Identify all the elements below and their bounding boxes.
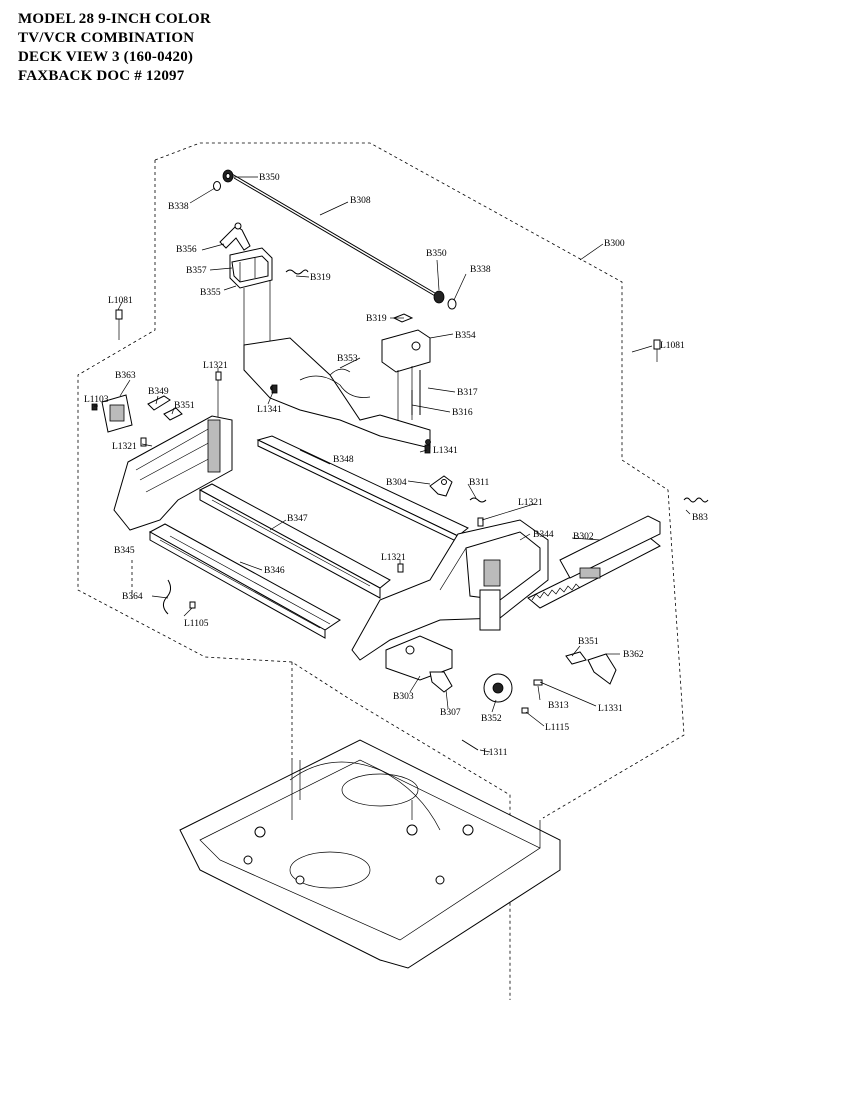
label-b303: B303 [393, 692, 414, 702]
part-b311-spring [469, 497, 487, 503]
header-line-model: MODEL 28 9-INCH COLOR [18, 11, 211, 27]
label-b317: B317 [457, 388, 478, 398]
part-b352-gear [483, 673, 513, 703]
part-b338-washer-right [447, 298, 457, 310]
label-b319-right: B319 [366, 314, 387, 324]
base-deck-plate [179, 739, 561, 969]
header-line-deck-view: DECK VIEW 3 (160-0420) [18, 49, 194, 65]
part-b307-lever [429, 671, 453, 693]
label-b83: B83 [692, 513, 708, 523]
label-b346: B346 [264, 566, 285, 576]
label-l1321-low: L1321 [381, 553, 406, 563]
label-b362: B362 [623, 650, 644, 660]
label-b304: B304 [386, 478, 407, 488]
part-b346-bar [148, 523, 341, 639]
label-l1103: L1103 [84, 395, 109, 405]
part-b319-spring-left [285, 269, 309, 275]
label-l1115: L1115 [545, 723, 569, 733]
screw-l1081-right [653, 339, 661, 362]
label-b302: B302 [573, 532, 594, 542]
screw-l1321-top [215, 371, 222, 418]
label-b351-left: B351 [174, 401, 195, 411]
label-l1341-left: L1341 [257, 405, 282, 415]
part-b351-clip-left [163, 407, 183, 421]
part-b362-button [587, 653, 617, 685]
label-b311: B311 [469, 478, 489, 488]
part-b350-gear-top [222, 169, 234, 183]
label-b357: B357 [186, 266, 207, 276]
label-b344: B344 [533, 530, 554, 540]
label-b308: B308 [350, 196, 371, 206]
label-l1105: L1105 [184, 619, 209, 629]
screw-l1103 [91, 403, 98, 411]
label-b350-right: B350 [426, 249, 447, 259]
dashed-outline-upper [77, 142, 685, 1000]
screw-l1115 [521, 707, 529, 714]
label-l1321-left: L1321 [112, 442, 137, 452]
label-l1321-top: L1321 [203, 361, 228, 371]
screw-l1321-low [397, 563, 404, 573]
label-b363: B363 [115, 371, 136, 381]
part-labels: B350 B338 B308 B356 B357 B319 B355 B300 … [84, 173, 708, 758]
label-b355: B355 [200, 288, 221, 298]
label-b300: B300 [604, 239, 625, 249]
screw-l1311 [461, 739, 479, 751]
label-b352: B352 [481, 714, 502, 724]
part-b344-chassis [351, 519, 549, 661]
part-b308-rod [231, 173, 443, 301]
label-b354: B354 [455, 331, 476, 341]
label-b307: B307 [440, 708, 461, 718]
label-b345: B345 [114, 546, 135, 556]
label-l1321-mid: L1321 [518, 498, 543, 508]
screw-l1105 [189, 601, 196, 609]
label-b338-top: B338 [168, 202, 189, 212]
label-b348: B348 [333, 455, 354, 465]
document-header: MODEL 28 9-INCH COLOR TV/VCR COMBINATION… [18, 10, 211, 86]
part-b347-bar [198, 483, 391, 599]
header-line-faxback: FAXBACK DOC # 12097 [18, 68, 185, 84]
label-l1081-right: L1081 [660, 341, 685, 351]
label-b364: B364 [122, 592, 143, 602]
label-l1341-right: L1341 [433, 446, 458, 456]
part-b355-bracket [229, 247, 273, 345]
part-b302-rack [527, 515, 661, 609]
part-b363-plate [101, 394, 133, 433]
part-b303-bracket [385, 635, 453, 681]
part-b356-lever [219, 222, 251, 251]
screw-l1321-mid [477, 517, 484, 527]
label-b349: B349 [148, 387, 169, 397]
part-b349-lever [147, 395, 171, 411]
screw-l1321-left [140, 437, 147, 447]
label-b347: B347 [287, 514, 308, 524]
screw-l1341-right [424, 444, 431, 454]
label-l1311: L1311 [483, 748, 508, 758]
label-l1081-left: L1081 [108, 296, 133, 306]
part-b304-arm [429, 475, 453, 497]
screw-l1081-left [115, 309, 123, 340]
part-b364-spring [162, 579, 172, 615]
leader-lines [94, 176, 691, 753]
label-b351-right: B351 [578, 637, 599, 647]
header-line-combination: TV/VCR COMBINATION [18, 30, 195, 46]
label-b338-right: B338 [470, 265, 491, 275]
part-b338-washer-top [213, 181, 221, 191]
label-b350-top: B350 [259, 173, 280, 183]
part-b351-clip-right [565, 651, 587, 665]
label-b356: B356 [176, 245, 197, 255]
part-b350-gear-right [433, 290, 445, 304]
label-b353: B353 [337, 354, 358, 364]
screw-l1341-left [271, 384, 278, 394]
label-b319-left: B319 [310, 273, 331, 283]
part-b83-spring [683, 497, 709, 503]
label-b316: B316 [452, 408, 473, 418]
dashed-outline-lower [131, 560, 293, 760]
label-l1331: L1331 [598, 704, 623, 714]
label-b313: B313 [548, 701, 569, 711]
part-b345-side-frame [113, 415, 233, 531]
part-b354-bracket [381, 313, 431, 430]
